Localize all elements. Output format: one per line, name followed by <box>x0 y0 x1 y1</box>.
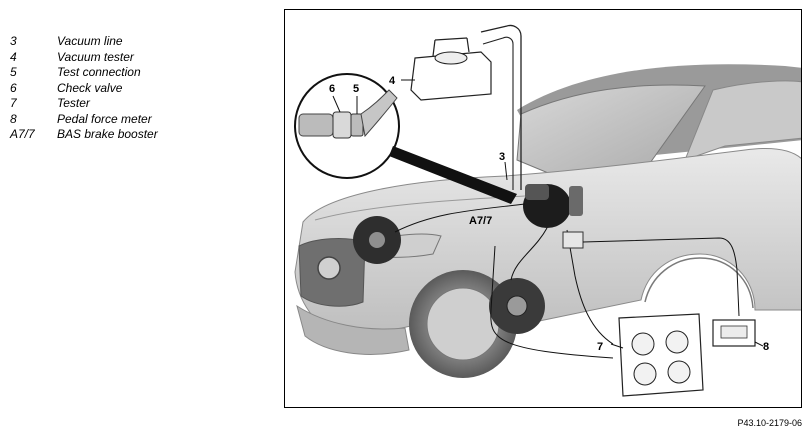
brand-emblem-icon <box>317 256 341 280</box>
legend-number: 6 <box>10 80 17 95</box>
pedal-force-meter-display <box>720 325 748 339</box>
tester-7 <box>618 313 704 397</box>
hose-right-detail <box>360 89 398 138</box>
callout-6: 6 <box>329 83 335 95</box>
legend-description: Test connection <box>57 65 141 79</box>
rear-wheel-arch <box>644 257 754 309</box>
pedal-sensor <box>562 231 584 249</box>
brake-disc-hub <box>506 295 528 317</box>
callout-a77: A7/7 <box>469 215 492 227</box>
front-bumper <box>296 304 410 355</box>
brake-booster-test-illustration: 3 4 5 6 7 8 A7/7 <box>284 9 802 408</box>
legend-number: 4 <box>10 49 17 64</box>
legend-number: 8 <box>10 111 17 126</box>
legend-row-7: 7 Tester <box>10 96 280 112</box>
legend-number: 5 <box>10 65 17 79</box>
illustration-canvas: 3 4 5 6 7 8 A7/7 <box>294 24 801 397</box>
master-cylinder <box>525 184 549 200</box>
vacuum-tester-handle <box>432 39 436 57</box>
leader-line-3 <box>504 161 508 181</box>
legend-description: Pedal force meter <box>57 111 152 126</box>
front-left-brake-hub <box>369 232 385 248</box>
check-valve-6 <box>332 111 352 139</box>
legend-description: BAS brake booster <box>57 127 158 141</box>
legend-row-5: 5 Test connection <box>10 65 280 81</box>
vacuum-line-3 <box>482 36 514 190</box>
leader-line-7 <box>610 343 624 349</box>
legend-number: 3 <box>10 34 17 48</box>
legend-number: 7 <box>10 96 17 110</box>
pedal-force-cable <box>582 237 740 317</box>
tester-cable <box>566 229 614 345</box>
legend-row-4: 4 Vacuum tester <box>10 50 280 66</box>
vacuum-tester-handle <box>434 37 468 41</box>
tester-gauge <box>631 332 655 356</box>
legend-description: Check valve <box>57 80 123 95</box>
brake-fluid-reservoir <box>569 186 583 216</box>
car-side-window <box>684 80 801 161</box>
callout-4: 4 <box>389 75 396 87</box>
tester-cable <box>490 245 614 359</box>
callout-7: 7 <box>597 341 603 353</box>
callout-8: 8 <box>763 341 769 353</box>
legend-number: A7/7 <box>10 127 35 141</box>
legend-description: Tester <box>57 96 90 110</box>
detail-pointer <box>389 146 517 204</box>
hose-left-detail <box>298 113 334 137</box>
legend-row-3: 3 Vacuum line <box>10 34 280 50</box>
legend-row-a77: A7/7 BAS brake booster <box>10 127 280 143</box>
leader-line-8 <box>754 341 764 347</box>
tester-gauge <box>633 362 657 386</box>
legend: 3 Vacuum line 4 Vacuum tester 5 Test con… <box>10 34 280 143</box>
car-windshield <box>516 84 706 181</box>
legend-description: Vacuum line <box>57 34 123 48</box>
figure-reference: P43.10-2179-06 <box>737 418 802 428</box>
vacuum-tester-gauge <box>434 51 468 65</box>
front-rim <box>426 287 500 361</box>
brake-line <box>394 203 526 233</box>
legend-row-6: 6 Check valve <box>10 81 280 97</box>
brake-line <box>510 227 548 281</box>
legend-description: Vacuum tester <box>57 49 134 64</box>
callout-5: 5 <box>353 83 359 95</box>
tester-gauge <box>665 330 689 354</box>
tester-gauge <box>667 360 691 384</box>
callout-3: 3 <box>499 151 505 163</box>
vacuum-tester-handle <box>466 37 470 53</box>
legend-row-8: 8 Pedal force meter <box>10 112 280 128</box>
vacuum-tester-4 <box>410 51 492 101</box>
leader-line-6 <box>332 95 341 113</box>
vacuum-line-3 <box>480 24 522 190</box>
